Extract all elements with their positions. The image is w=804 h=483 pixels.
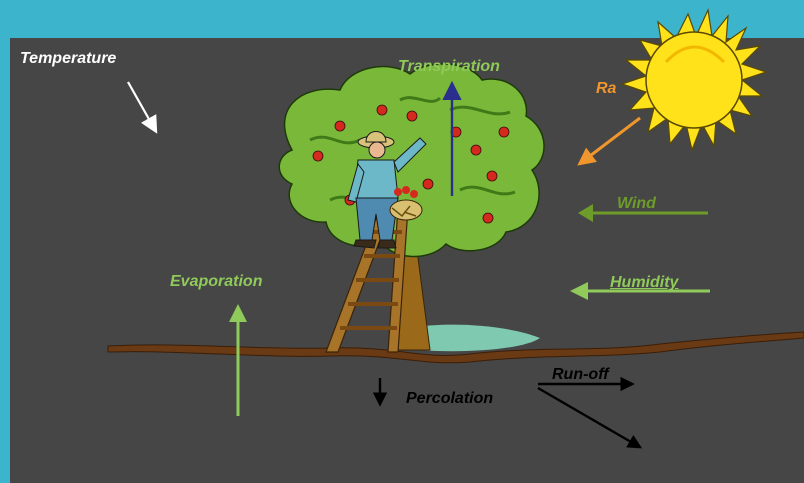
label-evaporation: Evaporation [170,273,263,290]
ground-line [107,331,804,364]
sun-icon [620,7,768,153]
label-runoff: Run-off [552,366,609,383]
label-temperature: Temperature [20,50,117,67]
runoff-arrow-down [537,386,643,449]
tree-canopy [278,63,545,258]
label-wind: Wind [617,195,656,212]
label-humidity: Humidity [610,274,679,291]
radiation-arrow [577,116,641,166]
label-transpiration: Transpiration [398,58,500,75]
farmer-icon [347,131,427,249]
label-percolation: Percolation [406,390,494,407]
basket-icon [389,186,423,221]
sun-shade [664,45,726,64]
temperature-arrow [127,81,158,134]
label-radiation: Ra [596,80,617,97]
